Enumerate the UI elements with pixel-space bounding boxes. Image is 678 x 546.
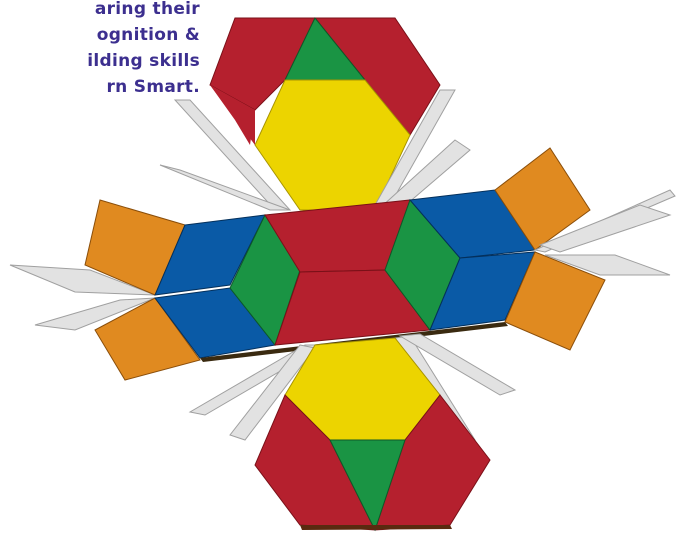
thin-rhombus-tl-2 <box>160 165 290 210</box>
caption-line-1: aring their <box>0 0 200 22</box>
caption-line-3: ilding skills <box>0 48 200 74</box>
caption-line-4: rn Smart. <box>0 74 200 100</box>
middle-band-group <box>155 190 535 362</box>
bottom-hexagon-shadow <box>300 525 452 530</box>
caption-line-2: ognition & <box>0 22 200 48</box>
caption-text-block: aring their ognition & ilding skills rn … <box>0 0 200 100</box>
top-hexagon-group <box>210 18 440 210</box>
